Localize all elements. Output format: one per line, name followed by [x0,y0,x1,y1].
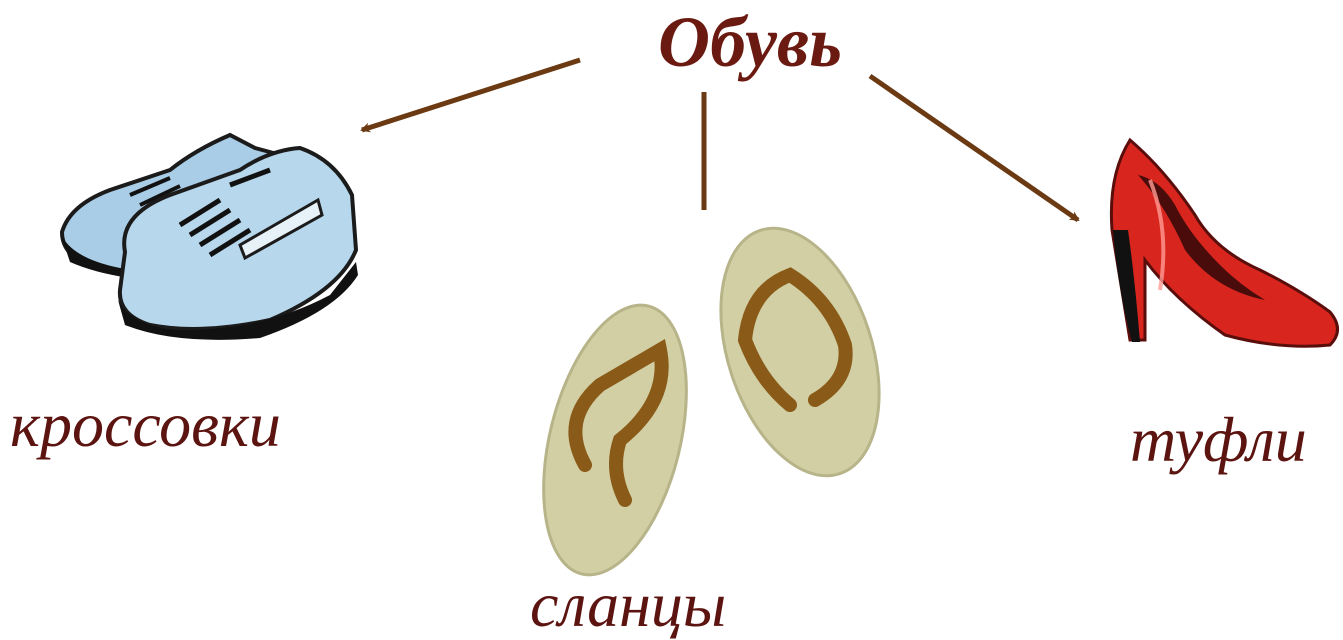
label-heels: туфли [1130,404,1307,475]
diagram-title: Обувь [657,2,842,82]
flip-flops-icon [542,226,881,577]
arrow-to-sneakers [360,57,581,133]
label-sneakers: кроссовки [10,389,281,460]
arrow-to-heels [868,73,1080,223]
label-flipflops: сланцы [530,569,727,640]
sneakers-icon [59,132,359,340]
high-heel-icon [1109,137,1339,348]
